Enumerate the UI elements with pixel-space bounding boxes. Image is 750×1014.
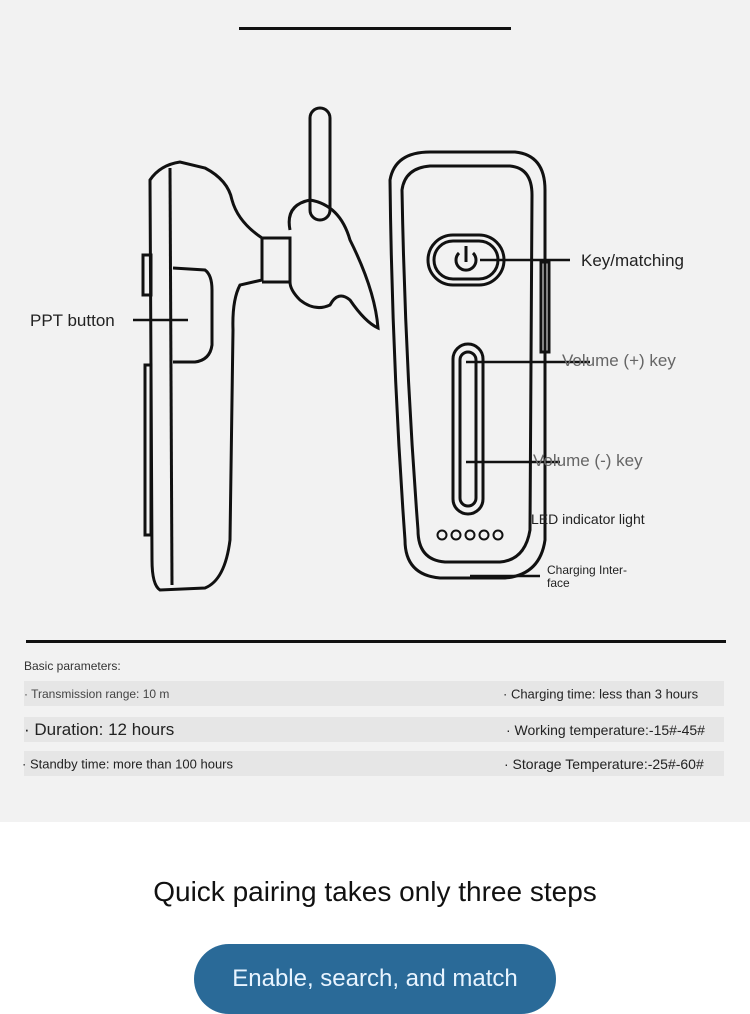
- label-key-matching: Key/matching: [581, 251, 684, 270]
- label-led-indicator: LED indicator light: [531, 511, 645, 527]
- title-underline: [239, 27, 511, 30]
- param-transmission-range: · Transmission range: 10 m: [24, 686, 170, 701]
- parameter-row: · Transmission range: 10 m · Charging ti…: [24, 681, 724, 706]
- steps-heading: Quick pairing takes only three steps: [153, 876, 597, 907]
- product-diagram-panel: PPT button Key/matching Volume (+) key V…: [0, 0, 750, 822]
- parameters-title: Basic parameters:: [24, 659, 121, 673]
- label-ppt-button: PPT button: [30, 311, 115, 330]
- param-standby-time: · Standby time: more than 100 hours: [22, 756, 234, 771]
- earpiece-illustration: [133, 106, 590, 592]
- param-working-temperature: · Working temperature:-15#-45#: [506, 721, 705, 738]
- param-storage-temperature: · Storage Temperature:-25#-60#: [504, 755, 704, 772]
- step-enable-search-match[interactable]: Enable, search, and match: [194, 944, 556, 1014]
- label-volume-down: Volume (-) key: [533, 451, 643, 470]
- parameter-row: · Standby time: more than 100 hours · St…: [22, 751, 724, 776]
- param-duration: · Duration: 12 hours: [24, 719, 175, 739]
- label-charging-interface: Charging Inter- face: [547, 563, 628, 590]
- label-volume-up: Volume (+) key: [562, 351, 676, 370]
- param-charging-time: · Charging time: less than 3 hours: [503, 686, 699, 701]
- parameter-row: · Duration: 12 hours · Working temperatu…: [24, 717, 724, 742]
- section-divider: [26, 640, 726, 643]
